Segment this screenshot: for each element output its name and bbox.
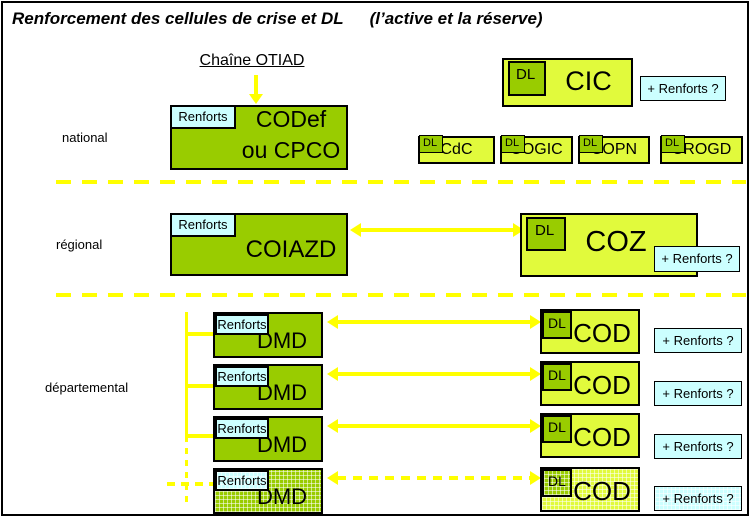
cod-dl-tab-2: DL: [542, 363, 572, 391]
page-title-main: Renforcement des cellules de crise et DL: [12, 9, 344, 28]
coz-renforts-box: + Renforts ?: [654, 246, 740, 272]
cod-renforts-box-2: + Renforts ?: [654, 381, 742, 406]
cod-dl-tab-3: DL: [542, 415, 572, 443]
dmd-renforts-tab-1: Renforts: [215, 314, 269, 335]
dep-link-arrow-4-icon: [327, 471, 541, 485]
divider-regional-departemental: [56, 293, 746, 297]
center-label-crogd: CROGD: [671, 141, 732, 158]
cod-label-1: COD: [573, 318, 631, 348]
cic-label: CIC: [565, 66, 612, 96]
cod-renforts-box-4: + Renforts ?: [654, 486, 742, 511]
chain-otiad-label: Chaîne OTIAD: [199, 52, 305, 69]
codef-label-line2: ou CPCO: [241, 137, 341, 163]
center-label-cdc: CdC: [440, 141, 473, 158]
codef-label-line1: CODef: [255, 106, 327, 132]
tree-trunk-line-dashed: [185, 436, 188, 502]
center-dl-tab-cogic: DL: [501, 135, 525, 153]
coz-dl-tab: DL: [526, 217, 566, 251]
cic-dl-tab: DL: [508, 61, 546, 96]
dep-link-arrow-2-icon: [327, 367, 541, 381]
divider-national-regional: [56, 180, 746, 184]
center-dl-tab-crogd: DL: [661, 135, 685, 153]
cod-label-4: COD: [573, 476, 631, 506]
page-title-paren: (l’active et la réserve): [369, 9, 543, 28]
dep-link-arrow-1-icon: [327, 315, 541, 329]
dmd-renforts-tab-4: Renforts: [215, 470, 269, 491]
center-dl-tab-cdc: DL: [419, 135, 443, 153]
tree-trunk-line: [185, 312, 188, 436]
page-title: Renforcement des cellules de crise et DL…: [12, 9, 543, 29]
down-arrow-icon: [249, 75, 263, 104]
cod-renforts-box-1: + Renforts ?: [654, 328, 742, 353]
dmd-renforts-tab-3: Renforts: [215, 418, 269, 439]
coz-label: COZ: [585, 226, 647, 258]
cic-renforts-box: + Renforts ?: [640, 76, 726, 101]
regional-link-arrow-icon: [350, 223, 524, 237]
dep-link-arrow-3-icon: [327, 419, 541, 433]
tree-branch-1: [187, 332, 213, 336]
cod-renforts-box-3: + Renforts ?: [654, 434, 742, 459]
tree-branch-2: [187, 384, 213, 388]
tree-branch-4-dashed: [167, 482, 213, 486]
cod-label-2: COD: [573, 370, 631, 400]
cod-dl-tab-4: DL: [542, 469, 572, 497]
dmd-renforts-tab-2: Renforts: [215, 366, 269, 387]
coiazd-label: COIAZD: [245, 236, 337, 263]
codef-renforts-tab: Renforts: [170, 105, 236, 129]
cod-dl-tab-1: DL: [542, 311, 572, 339]
coiazd-renforts-tab: Renforts: [170, 213, 236, 237]
tree-branch-3: [187, 434, 213, 438]
level-label-national: national: [62, 130, 108, 145]
cod-label-3: COD: [573, 422, 631, 452]
center-dl-tab-copn: DL: [579, 135, 603, 153]
level-label-departemental: départemental: [45, 380, 129, 395]
level-label-regional: régional: [56, 237, 103, 252]
